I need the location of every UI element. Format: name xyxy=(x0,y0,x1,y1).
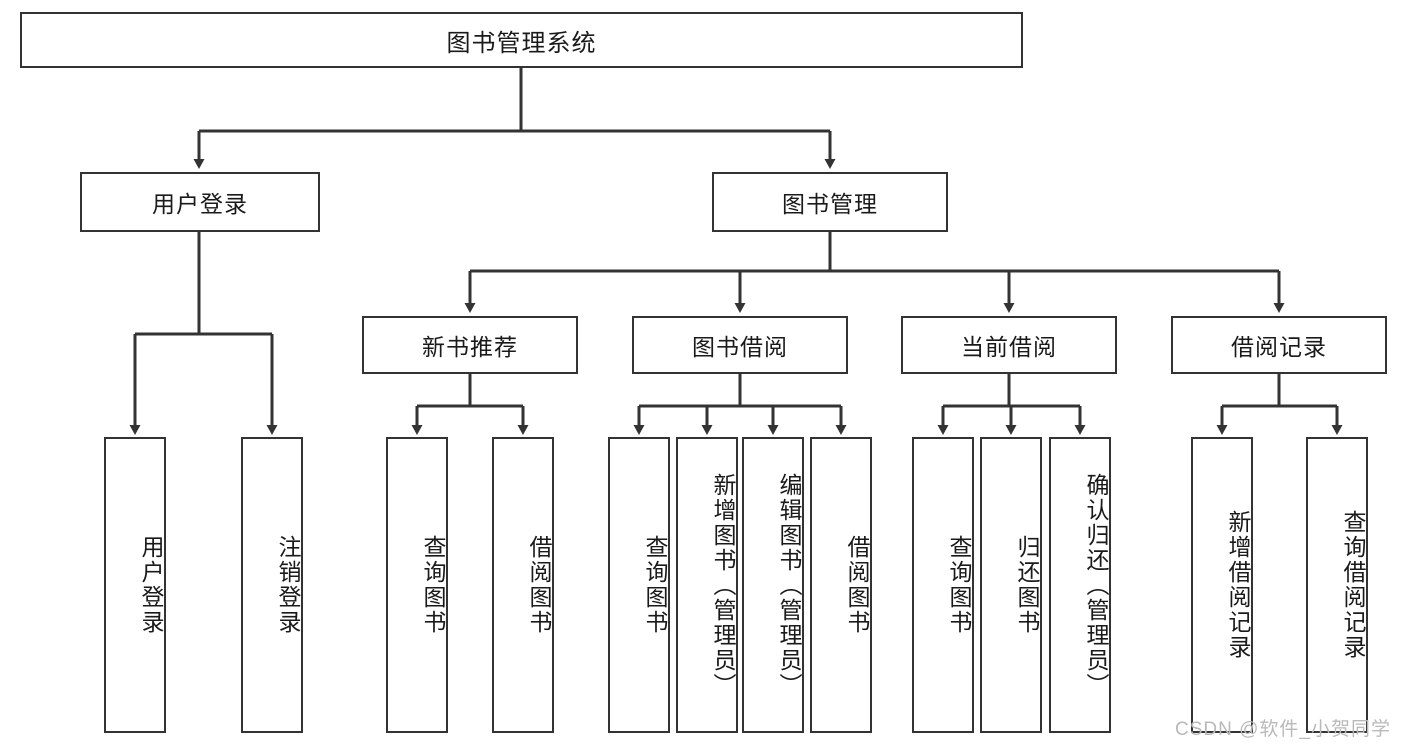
node-label: 查询图书 xyxy=(420,535,446,635)
node-new-book-recommend[interactable]: 新书推荐 xyxy=(362,316,578,374)
node-current-borrow[interactable]: 当前借阅 xyxy=(901,316,1117,374)
node-label: 注销登录 xyxy=(275,535,301,635)
node-leaf-edit-book[interactable]: 编辑图书（管理员） xyxy=(742,437,804,733)
node-label: 编辑图书（管理员） xyxy=(776,472,802,698)
node-label: 查询借阅记录 xyxy=(1340,510,1366,660)
node-label: 图书借阅 xyxy=(692,334,788,360)
watermark-text: CSDN @软件_小贺同学 xyxy=(1175,719,1391,740)
node-label: 借阅图书 xyxy=(844,535,870,635)
node-label: 查询图书 xyxy=(642,535,668,635)
node-label: 新增借阅记录 xyxy=(1225,510,1251,660)
node-leaf-query-book-3[interactable]: 查询图书 xyxy=(912,437,974,733)
node-leaf-return-book[interactable]: 归还图书 xyxy=(980,437,1042,733)
node-label: 当前借阅 xyxy=(961,334,1057,360)
node-label: 新增图书（管理员） xyxy=(710,472,736,698)
node-leaf-query-book-1[interactable]: 查询图书 xyxy=(386,437,448,733)
node-leaf-logout-login[interactable]: 注销登录 xyxy=(241,437,303,733)
node-leaf-add-book[interactable]: 新增图书（管理员） xyxy=(676,437,738,733)
node-borrow-record[interactable]: 借阅记录 xyxy=(1171,316,1387,374)
node-label: 用户登录 xyxy=(152,191,248,217)
node-label: 用户登录 xyxy=(138,535,164,635)
node-leaf-query-record[interactable]: 查询借阅记录 xyxy=(1306,437,1368,733)
node-leaf-confirm-return[interactable]: 确认归还（管理员） xyxy=(1049,437,1111,733)
node-label: 确认归还（管理员） xyxy=(1083,472,1109,698)
node-label: 图书管理系统 xyxy=(446,29,597,57)
node-label: 借阅图书 xyxy=(526,535,552,635)
node-leaf-query-book-2[interactable]: 查询图书 xyxy=(608,437,670,733)
node-label: 借阅记录 xyxy=(1231,334,1327,360)
node-label: 查询图书 xyxy=(946,535,972,635)
node-label: 图书管理 xyxy=(782,191,878,217)
node-book-borrow[interactable]: 图书借阅 xyxy=(632,316,848,374)
node-book-manage[interactable]: 图书管理 xyxy=(712,172,948,232)
node-leaf-add-record[interactable]: 新增借阅记录 xyxy=(1191,437,1253,733)
node-leaf-borrow-book-1[interactable]: 借阅图书 xyxy=(492,437,554,733)
node-leaf-user-login[interactable]: 用户登录 xyxy=(104,437,166,733)
node-label: 归还图书 xyxy=(1014,535,1040,635)
node-leaf-borrow-book-2[interactable]: 借阅图书 xyxy=(810,437,872,733)
node-label: 新书推荐 xyxy=(422,334,518,360)
node-root-book-management-system[interactable]: 图书管理系统 xyxy=(20,12,1023,68)
node-user-login[interactable]: 用户登录 xyxy=(80,172,320,232)
